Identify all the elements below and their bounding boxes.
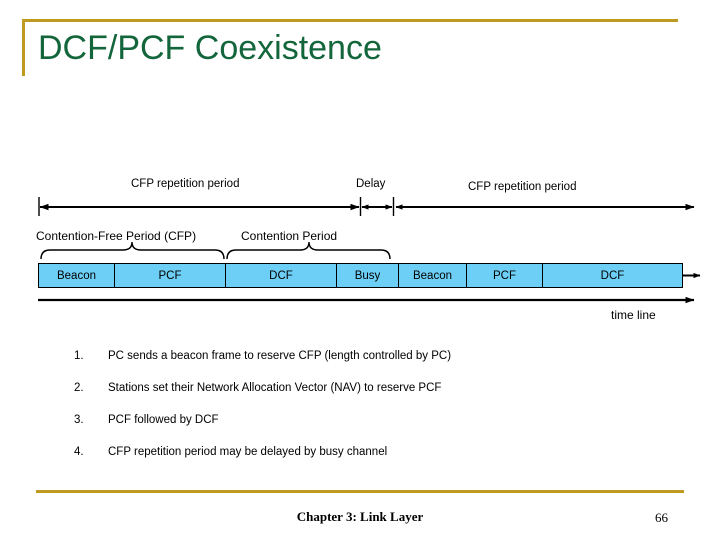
measure-ticks: [38, 197, 395, 216]
label-delay: Delay: [356, 178, 386, 190]
frame-box-dcf-6: DCF: [542, 263, 683, 288]
list-item-number: 2.: [74, 382, 84, 394]
list-item: 4. CFP repetition period may be delayed b…: [74, 445, 674, 459]
label-cfp-repetition-period-1: CFP repetition period: [131, 178, 240, 190]
list-item-number: 1.: [74, 350, 84, 362]
list-item: 3. PCF followed by DCF: [74, 413, 674, 427]
frame-box-beacon-4: Beacon: [398, 263, 466, 288]
list-item: 2. Stations set their Network Allocation …: [74, 381, 674, 395]
frame-box-pcf-5: PCF: [466, 263, 542, 288]
footer-accent-rule: [36, 490, 684, 493]
list-item-number: 4.: [74, 446, 84, 458]
page-title: DCF/PCF Coexistence: [38, 29, 382, 67]
list-item-number: 3.: [74, 414, 84, 426]
brace-contention-free-period: [40, 241, 225, 260]
label-contention-period: Contention Period: [241, 229, 338, 243]
list-item-text: PC sends a beacon frame to reserve CFP (…: [108, 350, 452, 362]
title-accent-rule-top: [22, 19, 678, 22]
list-item-text: Stations set their Network Allocation Ve…: [108, 382, 442, 394]
footer-page-number: 66: [655, 510, 668, 525]
frame-box-beacon-0: Beacon: [38, 263, 114, 288]
list-item-text: CFP repetition period may be delayed by …: [108, 446, 388, 458]
title-accent-rule-left: [22, 19, 25, 76]
footer-title: Chapter 3: Link Layer: [296, 509, 424, 524]
frame-box-busy-3: Busy: [336, 263, 398, 288]
label-time-line: time line: [611, 308, 656, 322]
brace-contention-period: [226, 241, 391, 260]
frame-box-dcf-2: DCF: [225, 263, 336, 288]
list-item-text: PCF followed by DCF: [108, 414, 219, 426]
label-contention-free-period: Contention-Free Period (CFP): [36, 229, 197, 243]
label-cfp-repetition-period-2: CFP repetition period: [468, 181, 577, 193]
numbered-list: 1. PC sends a beacon frame to reserve CFP…: [74, 349, 674, 477]
list-item: 1. PC sends a beacon frame to reserve CFP…: [74, 349, 674, 363]
frame-box-pcf-1: PCF: [114, 263, 225, 288]
